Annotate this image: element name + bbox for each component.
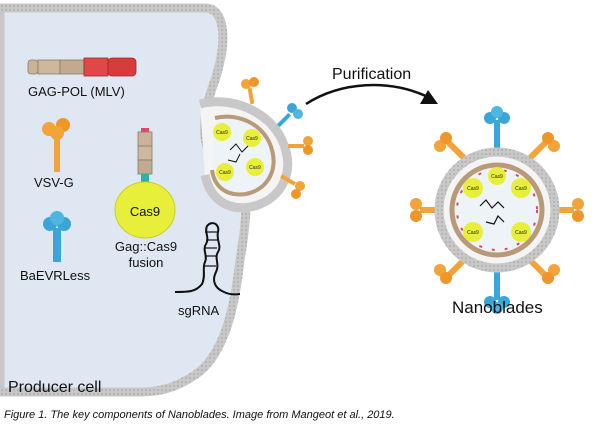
cas9-label: Cas9: [129, 204, 161, 219]
gag-pol-icon: [27, 57, 137, 77]
gag-cas9-icon: [114, 128, 176, 239]
budding-particle-icon: [198, 77, 313, 213]
arrow-icon: [305, 83, 438, 106]
nanoblades-label: Nanoblades: [452, 298, 543, 317]
cas9-small-label: Cas9: [491, 174, 503, 180]
sgrna-icon: [174, 222, 241, 296]
cas9-small-label: Cas9: [249, 165, 261, 171]
cas9-small-label: Cas9: [216, 130, 228, 136]
gag-cas9-fusion-label: fusion: [128, 255, 164, 270]
baevrless-glycoprotein-icon: [43, 211, 71, 262]
cas9-small-label: Cas9: [219, 170, 231, 176]
cas9-small-label: Cas9: [467, 186, 479, 192]
vsvg-label: VSV-G: [34, 175, 74, 190]
producer-cell-label: Producer cell: [8, 379, 102, 396]
gag-pol-label: GAG-POL (MLV): [28, 84, 125, 99]
cas9-small-label: Cas9: [515, 186, 527, 192]
vsvg-glycoprotein-icon: [42, 118, 70, 172]
cas9-small-label: Cas9: [467, 230, 479, 236]
figure-caption: Figure 1. The key components of Nanoblad…: [4, 409, 395, 421]
gag-cas9-label: Gag::Cas9: [114, 239, 178, 254]
baevrless-label: BaEVRLess: [20, 268, 91, 283]
nanoblade-particle-icon: [410, 106, 584, 314]
cas9-small-label: Cas9: [515, 230, 527, 236]
purification-label: Purification: [332, 66, 412, 83]
sgrna-label: sgRNA: [178, 303, 220, 318]
cas9-small-label: Cas9: [246, 136, 258, 142]
